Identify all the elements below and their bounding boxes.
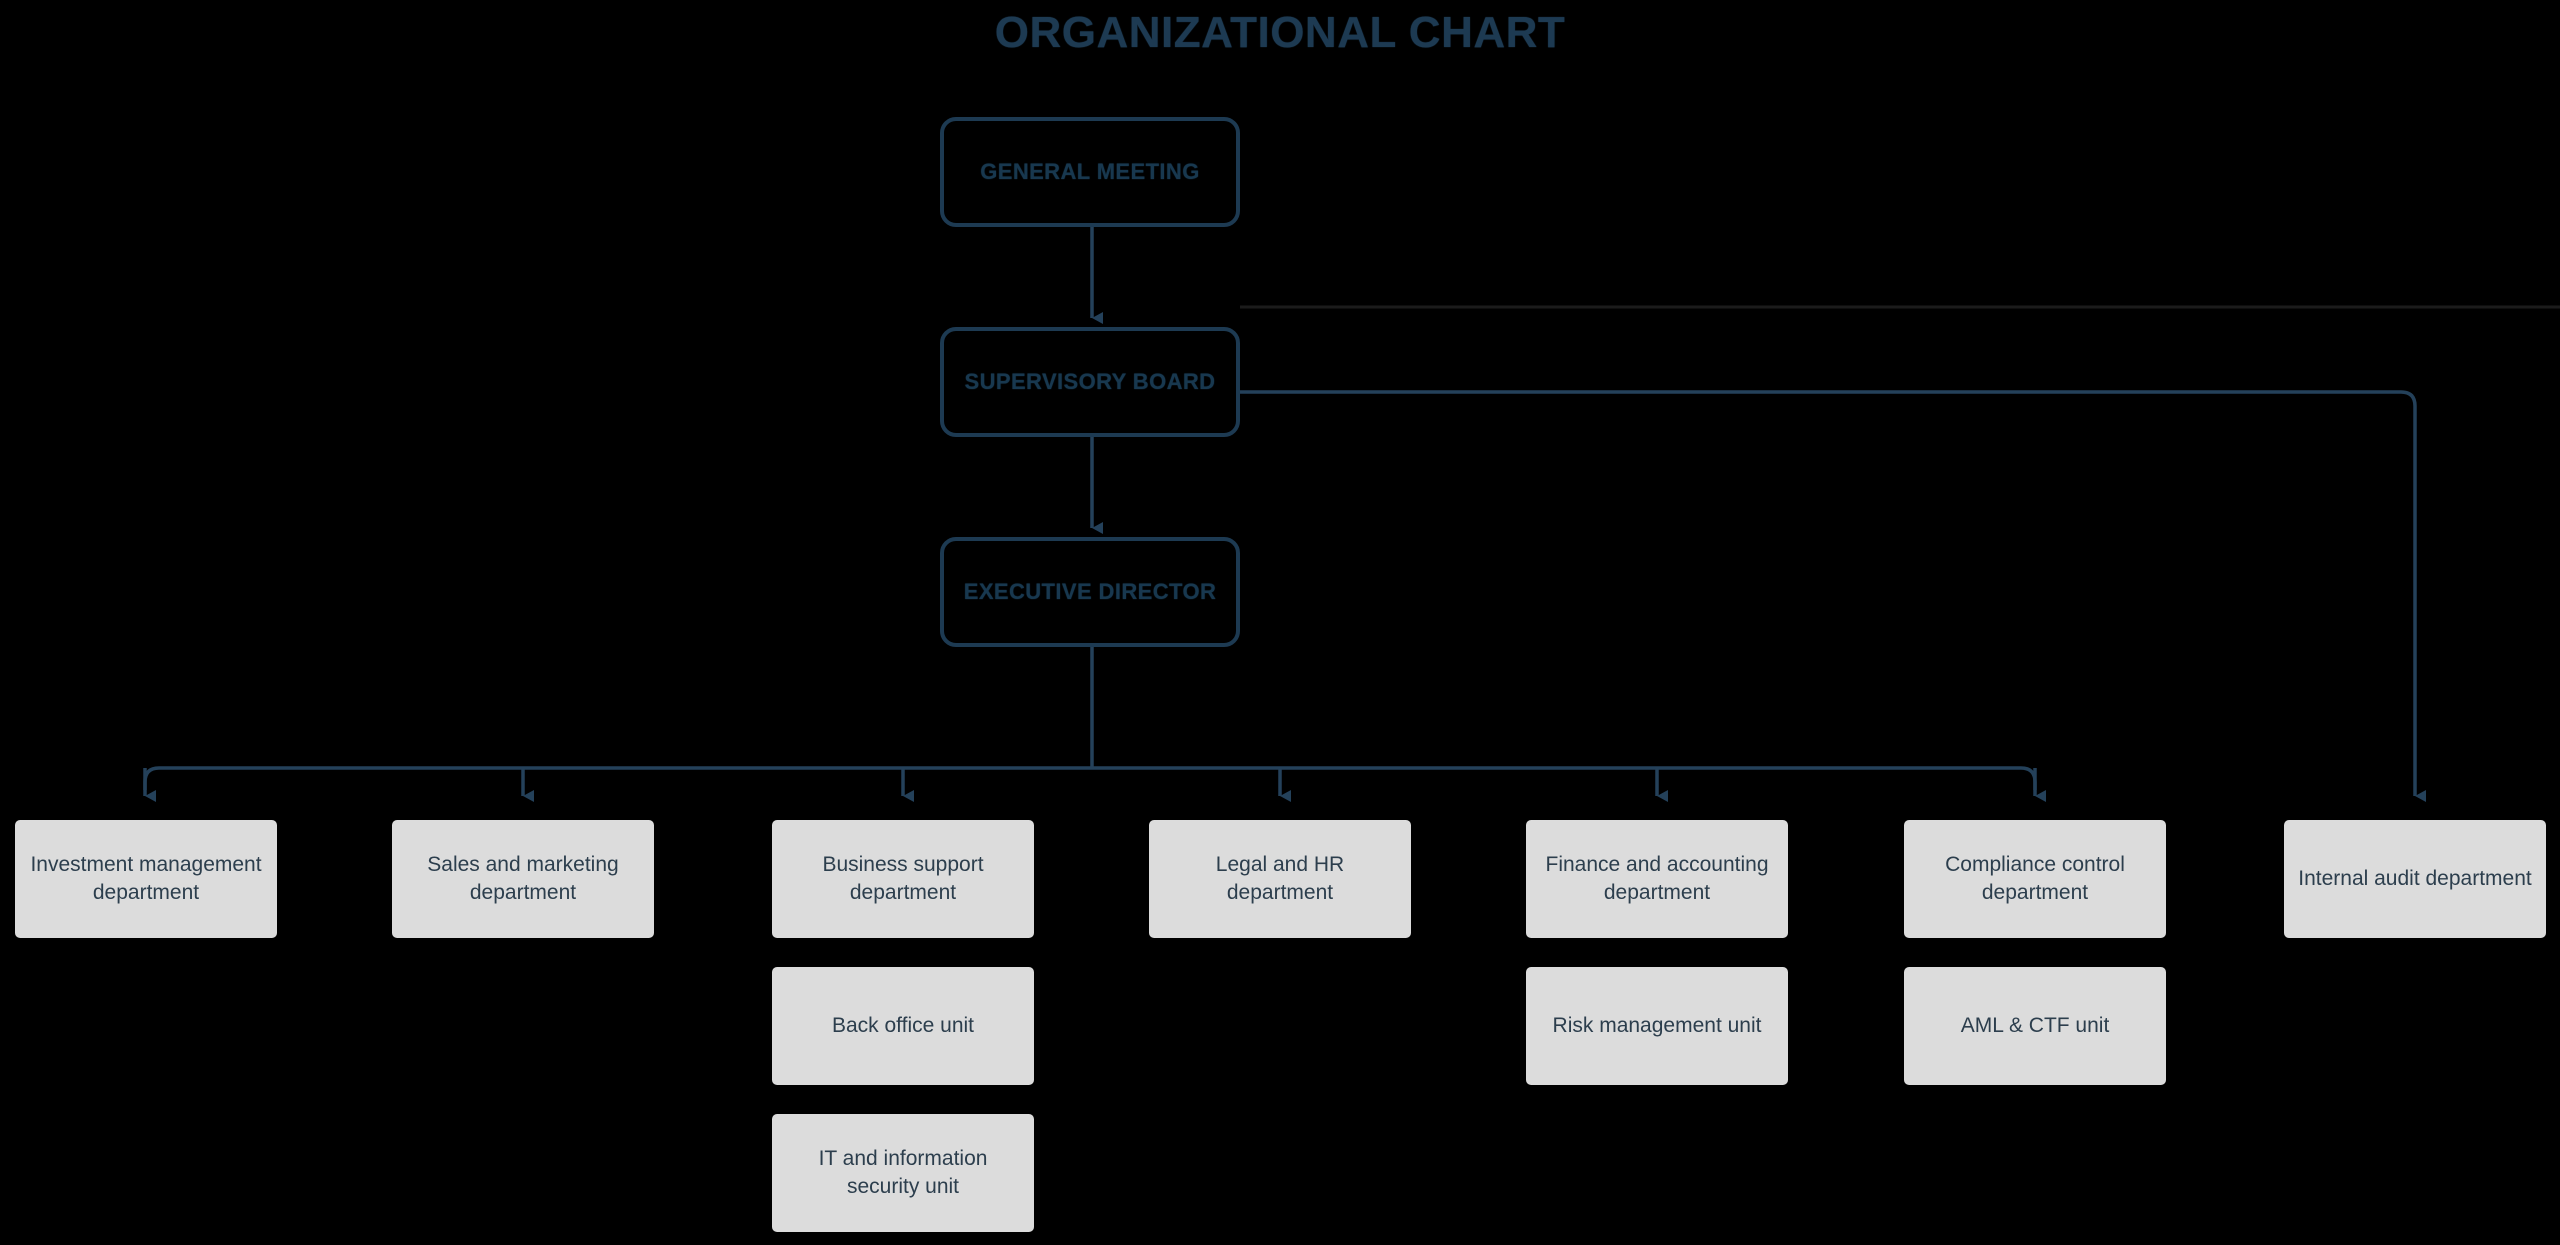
node-internal-audit-department-label: Internal audit department [2298, 866, 2532, 890]
node-risk-management-unit[interactable]: Risk management unit [1526, 967, 1788, 1085]
node-business-support-department[interactable]: Business support department [772, 820, 1034, 938]
node-risk-management-unit-label: Risk management unit [1552, 1013, 1762, 1037]
node-aml-ctf-unit-label: AML & CTF unit [1960, 1013, 2110, 1037]
node-compliance-control-department[interactable]: Compliance control department [1904, 820, 2166, 938]
node-investment-management-department[interactable]: Investment management department [15, 820, 277, 938]
node-sales-and-marketing-department[interactable]: Sales and marketing department [392, 820, 654, 938]
node-legal-and-hr-department[interactable]: Legal and HR department [1149, 820, 1411, 938]
node-supervisory-board-label: SUPERVISORY BOARD [964, 369, 1216, 394]
node-aml-ctf-unit[interactable]: AML & CTF unit [1904, 967, 2166, 1085]
node-compliance-control-department-label: Compliance control department [1945, 852, 2125, 904]
node-supervisory-board[interactable]: SUPERVISORY BOARD [940, 327, 1240, 437]
node-it-and-information-security-unit-label: IT and information security unit [818, 1146, 988, 1198]
node-executive-director-label: EXECUTIVE DIRECTOR [963, 579, 1217, 604]
node-legal-and-hr-department-label: Legal and HR department [1215, 852, 1345, 904]
node-executive-director[interactable]: EXECUTIVE DIRECTOR [940, 537, 1240, 647]
node-general-meeting[interactable]: GENERAL MEETING [940, 117, 1240, 227]
node-finance-and-accounting-department[interactable]: Finance and accounting department [1526, 820, 1788, 938]
node-back-office-unit[interactable]: Back office unit [772, 967, 1034, 1085]
node-finance-and-accounting-department-label: Finance and accounting department [1545, 852, 1769, 904]
node-sales-and-marketing-department-label: Sales and marketing department [427, 852, 619, 904]
link-department-bus [143, 766, 2037, 790]
node-business-support-department-label: Business support department [822, 852, 984, 904]
node-investment-management-department-label: Investment management department [30, 852, 262, 904]
node-general-meeting-label: GENERAL MEETING [980, 159, 1200, 184]
node-it-and-information-security-unit[interactable]: IT and information security unit [772, 1114, 1034, 1232]
node-internal-audit-department[interactable]: Internal audit department [2284, 820, 2546, 938]
node-back-office-unit-label: Back office unit [831, 1013, 975, 1037]
link-supervisory-board-to-internal-audit [1240, 390, 2426, 802]
page-title: ORGANIZATIONAL CHART [994, 8, 1566, 57]
